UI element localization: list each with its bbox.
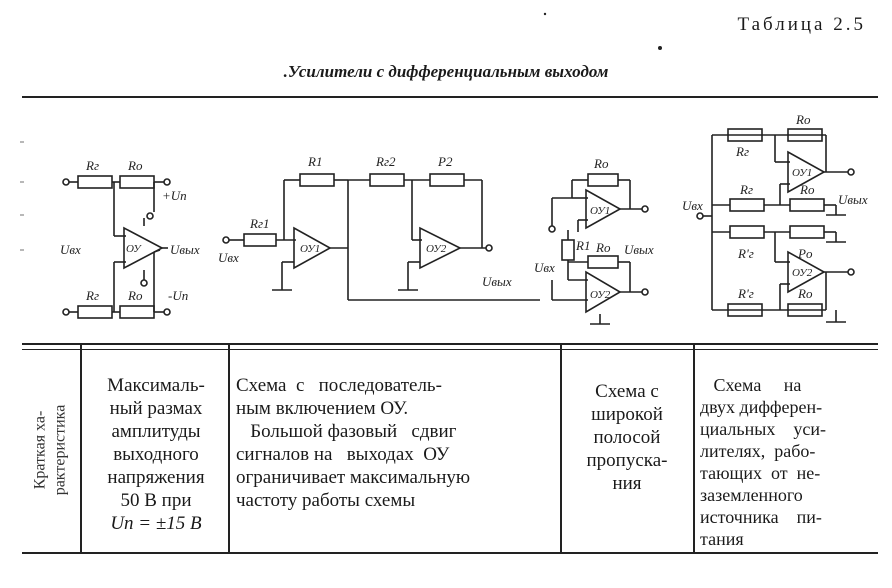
c4-rg-c: R'г (737, 246, 754, 261)
c1-plus-un: +Uп (162, 188, 187, 203)
c4-ro-a: Ro (795, 112, 811, 127)
col3-line: Схема с (595, 381, 659, 402)
col4-line: Схема на (700, 375, 802, 395)
circuit-1 (62, 175, 171, 319)
c1-rg-bot: Rг (85, 288, 99, 303)
c4-uvyx: Uвых (838, 192, 868, 207)
cell-column-4: Схема на двух дифферен- циальных уси- ли… (700, 374, 880, 550)
c4-uvx: Uвх (682, 198, 703, 213)
c4-rg-d: R'г (737, 286, 754, 301)
circuit-3 (548, 173, 649, 325)
col4-line: заземленного (700, 485, 803, 505)
cell-column-2: Схема с последователь- ным включением ОУ… (236, 374, 556, 512)
col2-line: Большой фазовый сдвиг (236, 421, 457, 442)
col4-line: источника пи- (700, 507, 822, 527)
rule-top (22, 96, 878, 98)
c1-uvx: Uвх (60, 242, 81, 257)
c3-ou2: ОУ2 (590, 289, 611, 301)
c3-uvx: Uвх (534, 260, 555, 275)
col1-line: Uп = ±15 В (110, 513, 202, 534)
c1-minus-un: -Uп (168, 288, 188, 303)
vline-1 (80, 345, 82, 552)
col4-line: двух дифферен- (700, 397, 823, 417)
col1-line: выходного (113, 444, 199, 465)
col2-line: частоту работы схемы (236, 490, 416, 511)
c2-uvyx: Uвых (482, 274, 512, 289)
col4-line: лителях, рабо- (700, 441, 816, 461)
c4-ou2: ОУ2 (792, 267, 813, 279)
c3-ou1: ОУ1 (590, 205, 610, 217)
c2-uvx: Uвх (218, 250, 239, 265)
table-title: .Усилители с дифференциальным выходом (283, 62, 609, 81)
c3-r1: R1 (575, 238, 590, 253)
row-label: Краткая ха- рактеристика (24, 352, 76, 547)
c1-uvyx: Uвых (170, 242, 200, 257)
c4-ro-b: Ro (799, 182, 815, 197)
col2-line: Схема с последователь- (236, 375, 442, 396)
table-number: Таблица 2.5 (737, 14, 866, 35)
vline-4 (693, 345, 695, 552)
circuit-2 (222, 173, 540, 301)
c2-r1: R1 (307, 154, 322, 169)
col3-line: ния (612, 473, 642, 494)
col3-line: пропуска- (586, 450, 668, 471)
c1-ro-top: Ro (127, 158, 143, 173)
vline-3 (560, 345, 562, 552)
col3-line: полосой (593, 427, 661, 448)
col1-line: 50 В при (120, 490, 192, 511)
c4-rg-a: Rг (735, 144, 749, 159)
c4-ou1: ОУ1 (792, 167, 812, 179)
col4-line: тания (700, 529, 744, 549)
schematic-labels: Rг Ro +Uп Uвх ОУ Uвых Rг Ro -Uп R1 Rг2 P… (60, 112, 868, 303)
col1-line: ный размах (109, 398, 203, 419)
rule-mid (22, 343, 878, 345)
c2-p2: P2 (437, 154, 453, 169)
col1-line: амплитуды (111, 421, 201, 442)
col2-line: сигналов на выходах ОУ (236, 444, 450, 465)
c1-ou: ОУ (126, 243, 142, 255)
col4-line: тающих от не- (700, 463, 821, 483)
c2-rr1: Rг1 (249, 216, 270, 231)
c4-rg-b: Rг (739, 182, 753, 197)
c3-ro-top: Ro (593, 156, 609, 171)
c3-ro-mid: Ro (595, 240, 611, 255)
schem-row-marker (20, 141, 24, 251)
col3-line: широкой (591, 404, 663, 425)
c1-rg-top: Rг (85, 158, 99, 173)
c1-ro-bot: Ro (127, 288, 143, 303)
cell-column-3: Схема с широкой полосой пропуска- ния (564, 380, 690, 495)
col1-line: Максималь- (107, 375, 205, 396)
c2-ou1: ОУ1 (300, 243, 320, 255)
rule-bottom (22, 552, 878, 554)
row-label-text: Краткая ха- рактеристика (31, 404, 69, 495)
rule-mid2 (22, 349, 878, 350)
col2-line: ным включением ОУ. (236, 398, 409, 419)
circuit-4 (696, 128, 855, 323)
c3-uvyx: Uвых (624, 242, 654, 257)
c4-ro-d: Ro (797, 286, 813, 301)
c4-po: Po (797, 246, 813, 261)
col2-line: ограничивает максимальную (236, 467, 471, 488)
c2-ou2: ОУ2 (426, 243, 447, 255)
c2-rr2: Rг2 (375, 154, 396, 169)
cell-column-1: Максималь- ный размах амплитуды выходног… (86, 374, 226, 535)
schematics: Rг Ro +Uп Uвх ОУ Uвых Rг Ro -Uп R1 Rг2 P… (20, 12, 868, 325)
vline-2 (228, 345, 230, 552)
col4-line: циальных уси- (700, 419, 826, 439)
col1-line: напряжения (107, 467, 205, 488)
